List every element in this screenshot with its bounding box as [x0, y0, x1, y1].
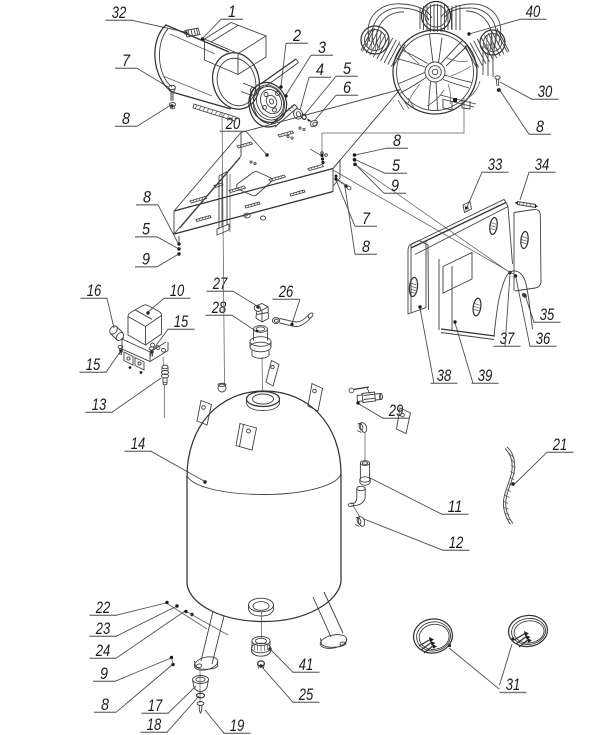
svg-text:9: 9 [391, 177, 399, 195]
svg-text:12: 12 [449, 534, 464, 552]
svg-text:40: 40 [526, 3, 541, 21]
svg-text:34: 34 [535, 156, 550, 174]
svg-text:1: 1 [228, 3, 236, 21]
svg-text:8: 8 [362, 238, 371, 256]
svg-text:35: 35 [540, 306, 555, 324]
svg-text:8: 8 [122, 110, 131, 128]
svg-text:2: 2 [292, 27, 301, 45]
svg-text:19: 19 [230, 717, 245, 735]
svg-text:26: 26 [278, 283, 294, 301]
svg-text:27: 27 [212, 275, 228, 293]
svg-text:7: 7 [122, 52, 131, 70]
svg-text:30: 30 [538, 83, 553, 101]
svg-text:8: 8 [393, 132, 402, 150]
svg-text:7: 7 [362, 210, 371, 228]
svg-text:25: 25 [298, 686, 314, 704]
svg-text:36: 36 [536, 330, 551, 348]
svg-text:31: 31 [506, 676, 521, 694]
svg-text:5: 5 [392, 157, 401, 175]
svg-text:10: 10 [170, 282, 185, 300]
svg-text:5: 5 [343, 60, 352, 78]
svg-text:33: 33 [488, 156, 503, 174]
svg-text:9: 9 [100, 665, 108, 683]
svg-text:8: 8 [536, 118, 545, 136]
svg-text:24: 24 [95, 642, 110, 660]
svg-text:11: 11 [448, 498, 463, 516]
svg-text:18: 18 [147, 716, 162, 734]
svg-text:16: 16 [87, 282, 102, 300]
svg-text:32: 32 [112, 4, 127, 22]
svg-text:3: 3 [318, 39, 327, 57]
svg-text:15: 15 [174, 313, 189, 331]
svg-text:23: 23 [95, 620, 111, 638]
svg-text:41: 41 [299, 656, 314, 674]
svg-text:29: 29 [388, 402, 403, 420]
svg-text:14: 14 [131, 435, 146, 453]
svg-text:9: 9 [142, 251, 150, 269]
svg-text:8: 8 [101, 696, 110, 714]
svg-text:22: 22 [95, 599, 110, 617]
svg-text:21: 21 [552, 436, 567, 454]
svg-text:37: 37 [500, 330, 515, 348]
svg-text:6: 6 [343, 79, 352, 97]
svg-text:13: 13 [92, 396, 107, 414]
svg-text:38: 38 [437, 367, 452, 385]
svg-text:17: 17 [148, 697, 163, 715]
svg-text:4: 4 [316, 61, 324, 79]
svg-text:28: 28 [211, 299, 227, 317]
svg-text:39: 39 [478, 367, 493, 385]
svg-text:5: 5 [142, 221, 151, 239]
svg-text:15: 15 [86, 356, 101, 374]
svg-text:8: 8 [143, 189, 152, 207]
